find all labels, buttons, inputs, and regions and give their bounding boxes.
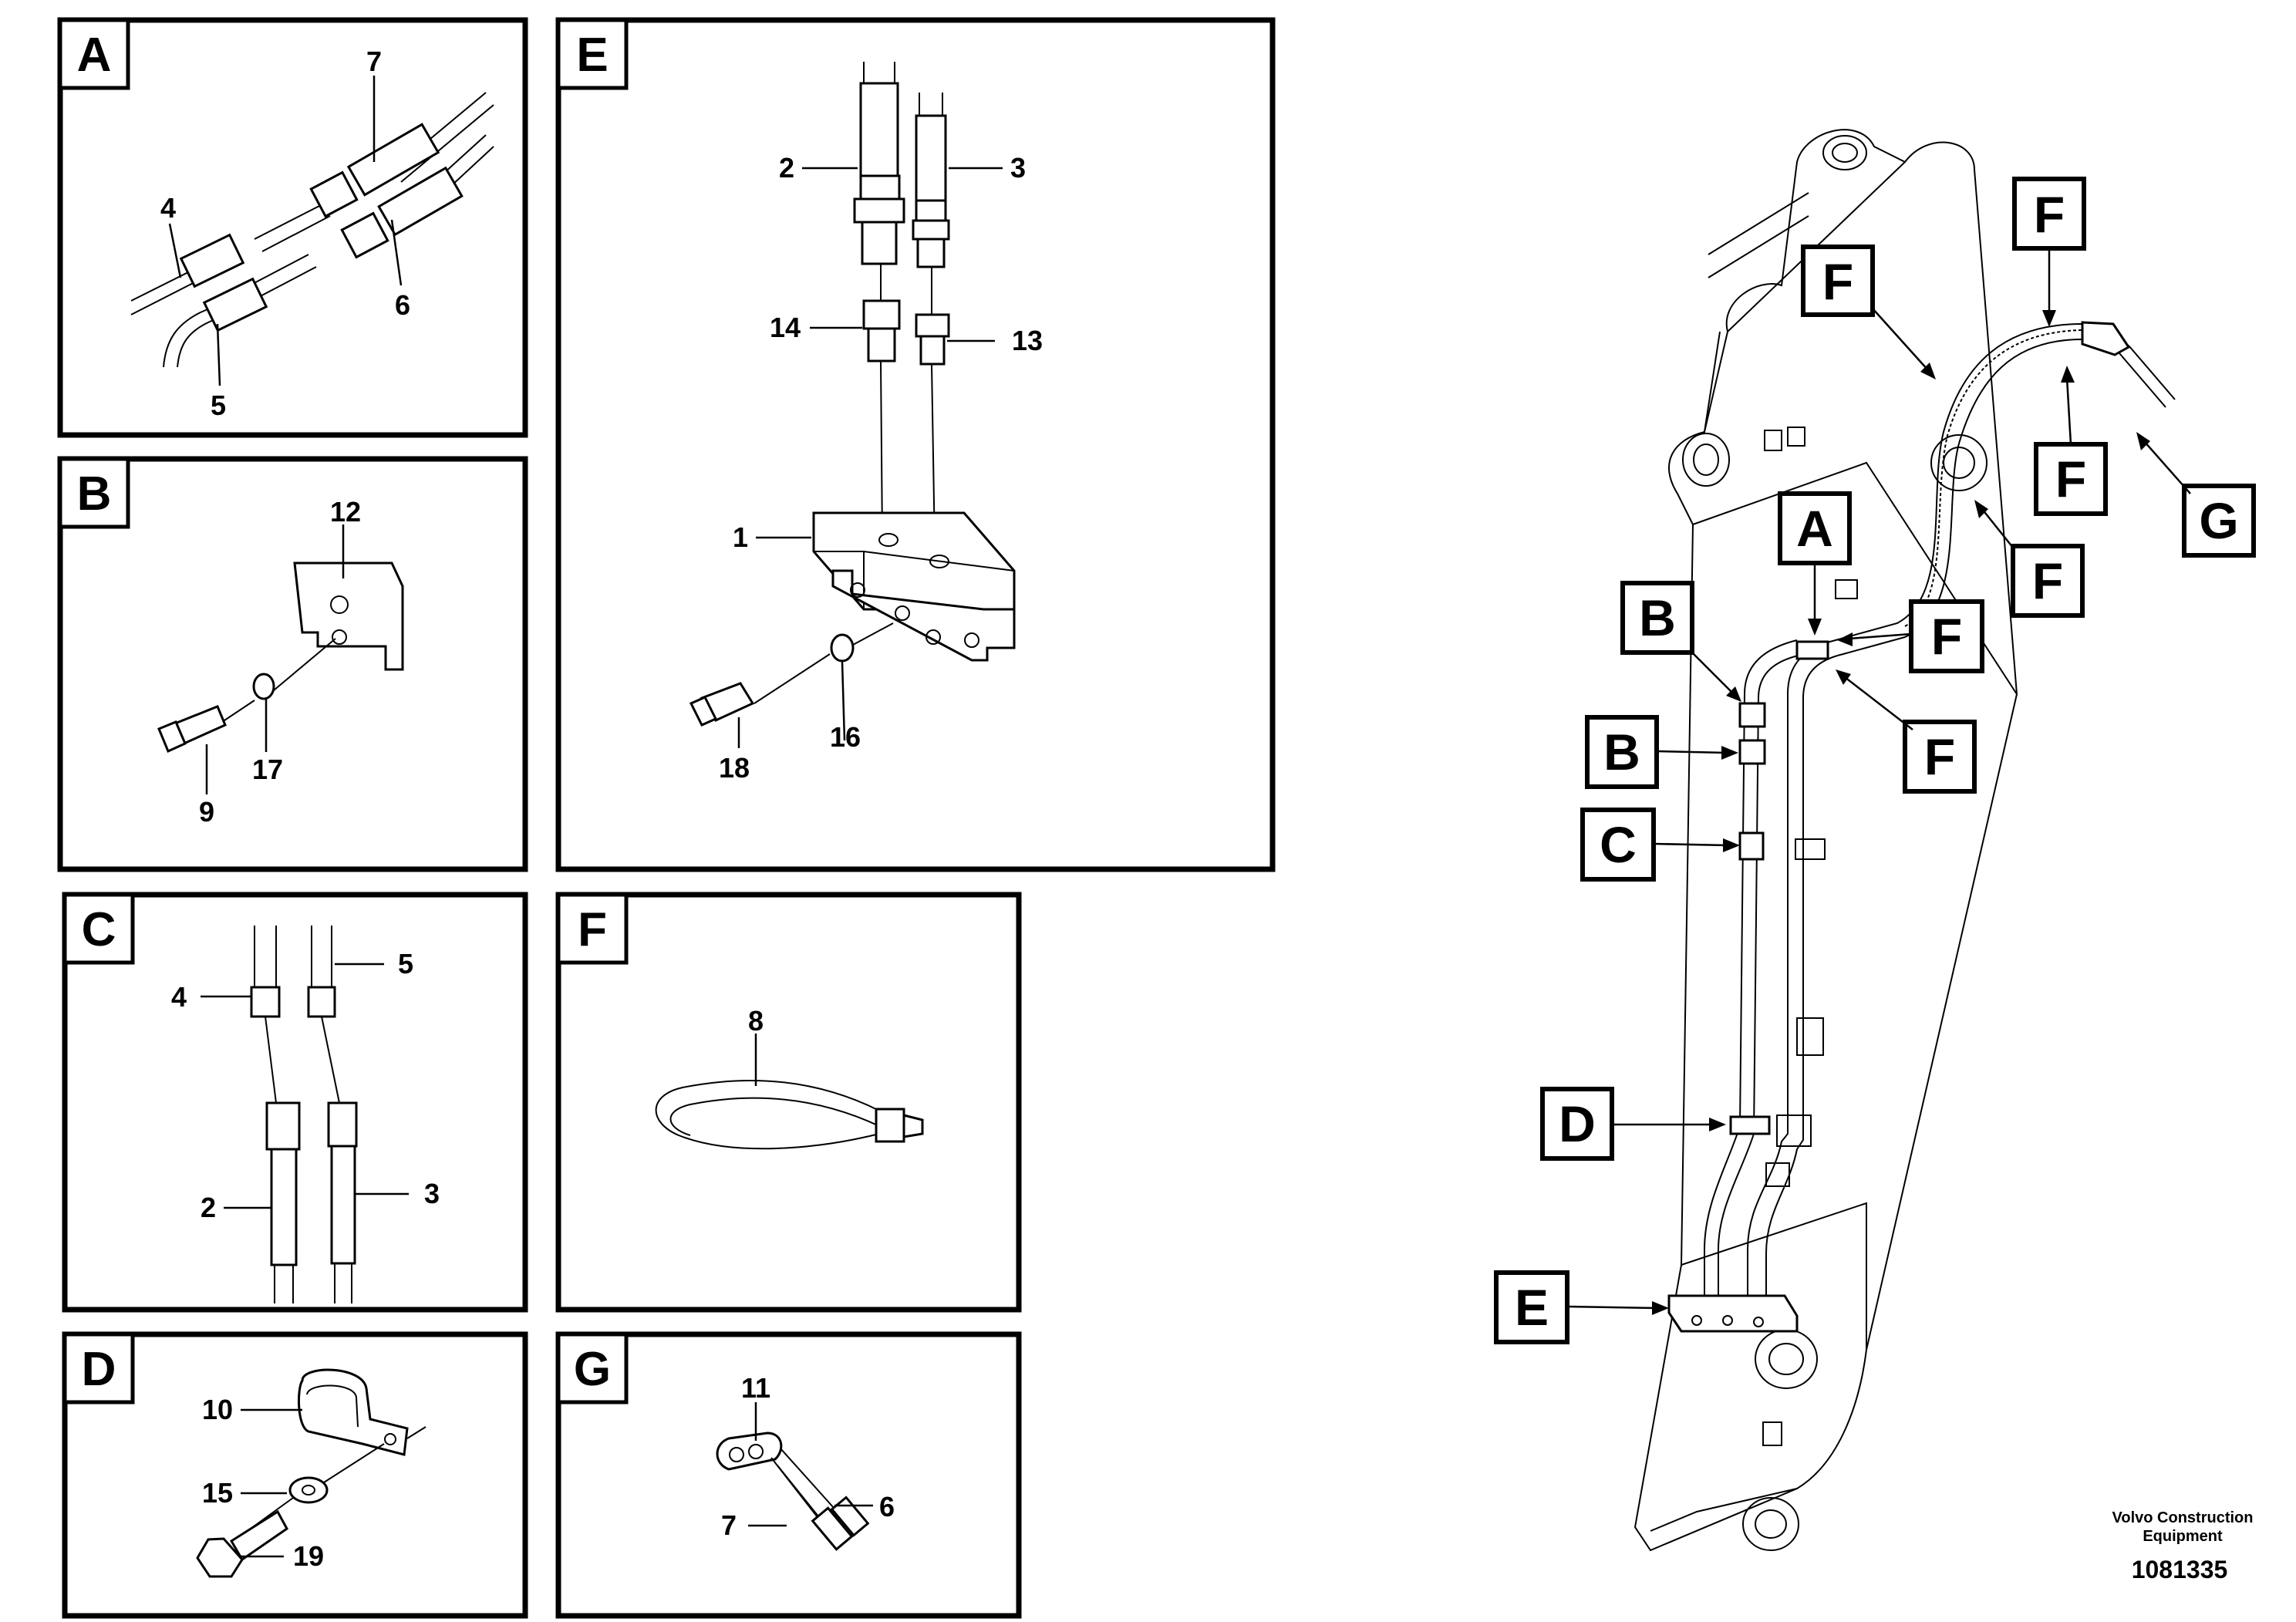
callout-f-mid: F: [2032, 552, 2063, 609]
label-12: 12: [330, 496, 361, 528]
panel-f: F 8: [555, 892, 1022, 1313]
label-11: 11: [741, 1372, 770, 1404]
document-number: 1081335: [2132, 1556, 2228, 1583]
callout-b-upper: B: [1639, 589, 1676, 646]
panel-e: E: [555, 17, 1276, 872]
callout-a: A: [1796, 500, 1833, 557]
label-5: 5: [211, 389, 226, 421]
label-6: 6: [879, 1491, 895, 1523]
callout-g: G: [2199, 492, 2238, 549]
label-2: 2: [779, 152, 794, 184]
callout-f-right: F: [2055, 450, 2086, 508]
panel-d-letter: D: [82, 1343, 116, 1396]
panel-c: C 4 5 2 3: [62, 892, 528, 1313]
label-9: 9: [199, 796, 214, 828]
panel-a: A 7 4 6 5: [57, 17, 528, 438]
panel-g-letter: G: [574, 1343, 611, 1396]
label-15: 15: [202, 1477, 233, 1509]
label-10: 10: [202, 1394, 233, 1425]
boom-assembly: [1633, 129, 2176, 1552]
label-7: 7: [366, 46, 382, 77]
callouts: F F F G F F F A: [1494, 177, 2256, 1344]
label-1: 1: [733, 521, 748, 553]
label-18: 18: [719, 752, 750, 784]
label-14: 14: [770, 312, 801, 343]
label-4: 4: [160, 192, 176, 224]
panel-b-letter: B: [77, 467, 112, 521]
panel-f-letter: F: [578, 903, 607, 956]
label-13: 13: [1012, 325, 1043, 356]
callout-f-upper: F: [1822, 253, 1853, 310]
panel-b: B 12 9 17: [57, 456, 528, 872]
callout-f-bend: F: [1931, 608, 1962, 665]
panel-e-letter: E: [576, 29, 608, 82]
label-3: 3: [1010, 152, 1026, 184]
callout-e: E: [1515, 1279, 1549, 1336]
label-17: 17: [252, 754, 283, 785]
label-4: 4: [171, 981, 187, 1013]
label-6: 6: [395, 289, 410, 321]
callout-d: D: [1559, 1095, 1596, 1152]
label-5: 5: [398, 948, 413, 980]
panel-d: D 10 15 19: [62, 1331, 528, 1619]
callout-f-top: F: [2034, 186, 2065, 243]
panel-g: G 11 6 7: [555, 1331, 1022, 1619]
callout-f-lower: F: [1924, 728, 1955, 785]
label-7: 7: [721, 1509, 737, 1541]
label-3: 3: [424, 1178, 440, 1209]
label-16: 16: [830, 721, 861, 753]
footer: Volvo Construction Equipment 1081335: [2112, 1509, 2254, 1583]
label-2: 2: [201, 1192, 216, 1223]
panel-c-letter: C: [82, 903, 116, 956]
brand-line-1: Volvo Construction: [2112, 1509, 2254, 1526]
brand-line-2: Equipment: [2143, 1528, 2223, 1545]
label-8: 8: [748, 1005, 764, 1037]
panel-a-letter: A: [77, 29, 112, 82]
callout-c: C: [1600, 816, 1637, 873]
label-19: 19: [293, 1540, 324, 1572]
callout-b-lower: B: [1603, 723, 1640, 781]
